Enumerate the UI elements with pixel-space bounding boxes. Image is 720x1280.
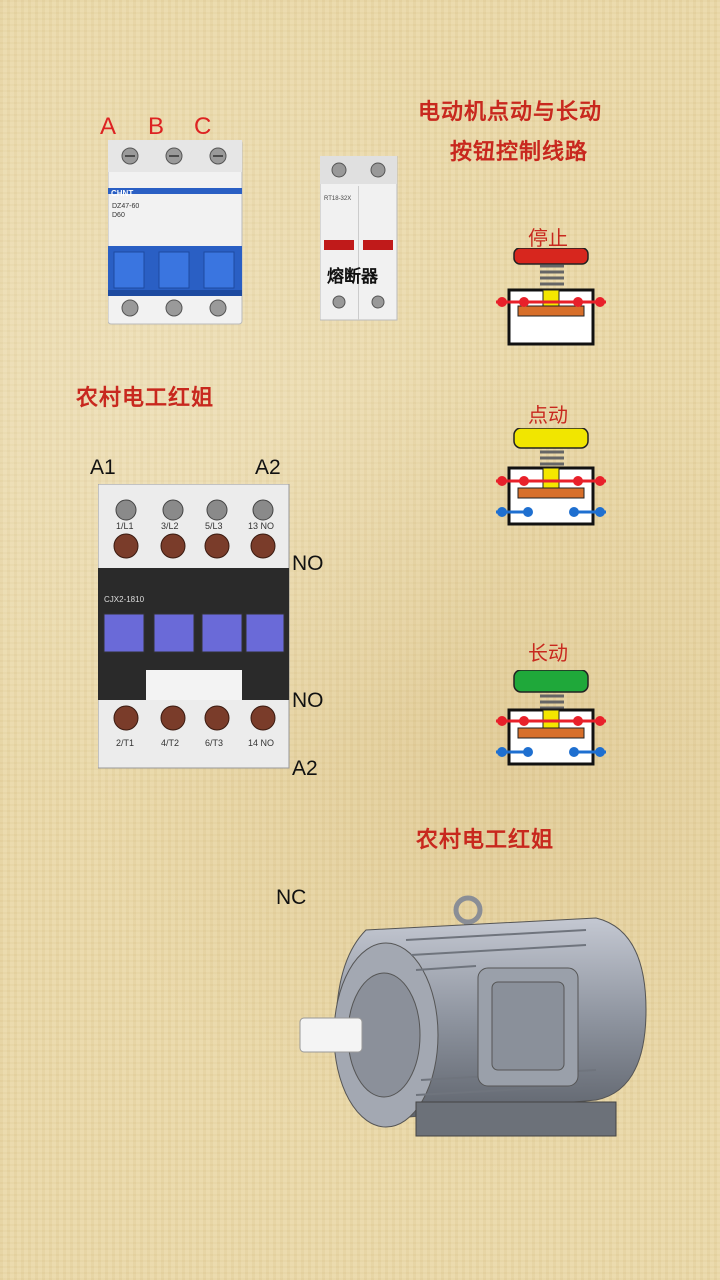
bottom-terminal-4: 14 NO (248, 738, 274, 748)
stop-button-cap (513, 248, 589, 265)
run-button[interactable] (492, 670, 612, 770)
run-button-cap (513, 670, 589, 693)
run-button-label: 长动 (528, 641, 568, 665)
breaker-rating: D60 (112, 212, 125, 219)
top-terminal-3: 5/L3 (205, 521, 223, 531)
breaker-brand: CHNT (111, 189, 133, 198)
diagram-title-line1: 电动机点动与长动 (418, 100, 603, 125)
coil-a2-label-bottom: A2 (292, 757, 318, 780)
diagram-title-line2: 按钮控制线路 (450, 140, 589, 165)
top-terminal-2: 3/L2 (161, 521, 179, 531)
motor-nc-label: NC (276, 886, 307, 909)
coil-a2-label-top: A2 (255, 456, 281, 479)
watermark-label-2: 农村电工红姐 (416, 828, 555, 853)
top-terminal-4: 13 NO (248, 521, 274, 531)
bottom-terminal-2: 4/T2 (161, 738, 179, 748)
phase-label-c: C (194, 113, 212, 140)
jog-button[interactable] (492, 428, 612, 528)
no-contact-label-top: NO (292, 552, 324, 575)
stop-button[interactable] (492, 248, 612, 348)
electric-motor[interactable] (296, 890, 656, 1145)
watermark-label: 农村电工红姐 (76, 386, 215, 411)
circuit-breaker[interactable]: CHNT DZ47-60 D60 (108, 140, 243, 325)
contactor-model: CJX2-1810 (104, 595, 145, 604)
fuse-holder[interactable]: RT18-32X (320, 156, 398, 321)
jog-button-label: 点动 (528, 403, 568, 427)
breaker-model: DZ47-60 (112, 203, 139, 210)
no-contact-label-bottom: NO (292, 689, 324, 712)
jog-button-cap (513, 428, 589, 449)
top-terminal-1: 1/L1 (116, 521, 134, 531)
bottom-terminal-1: 2/T1 (116, 738, 134, 748)
bottom-terminal-3: 6/T3 (205, 738, 223, 748)
coil-a1-label: A1 (90, 456, 116, 479)
phase-label-a: A (100, 113, 117, 140)
contactor[interactable]: 1/L1 3/L2 5/L3 13 NO CJX2-1810 2/T1 4/T2… (98, 484, 290, 769)
phase-label-b: B (148, 113, 165, 140)
fuse-model: RT18-32X (324, 196, 351, 202)
stop-button-label: 停止 (528, 226, 568, 250)
fuse-label: 熔断器 (327, 267, 378, 287)
